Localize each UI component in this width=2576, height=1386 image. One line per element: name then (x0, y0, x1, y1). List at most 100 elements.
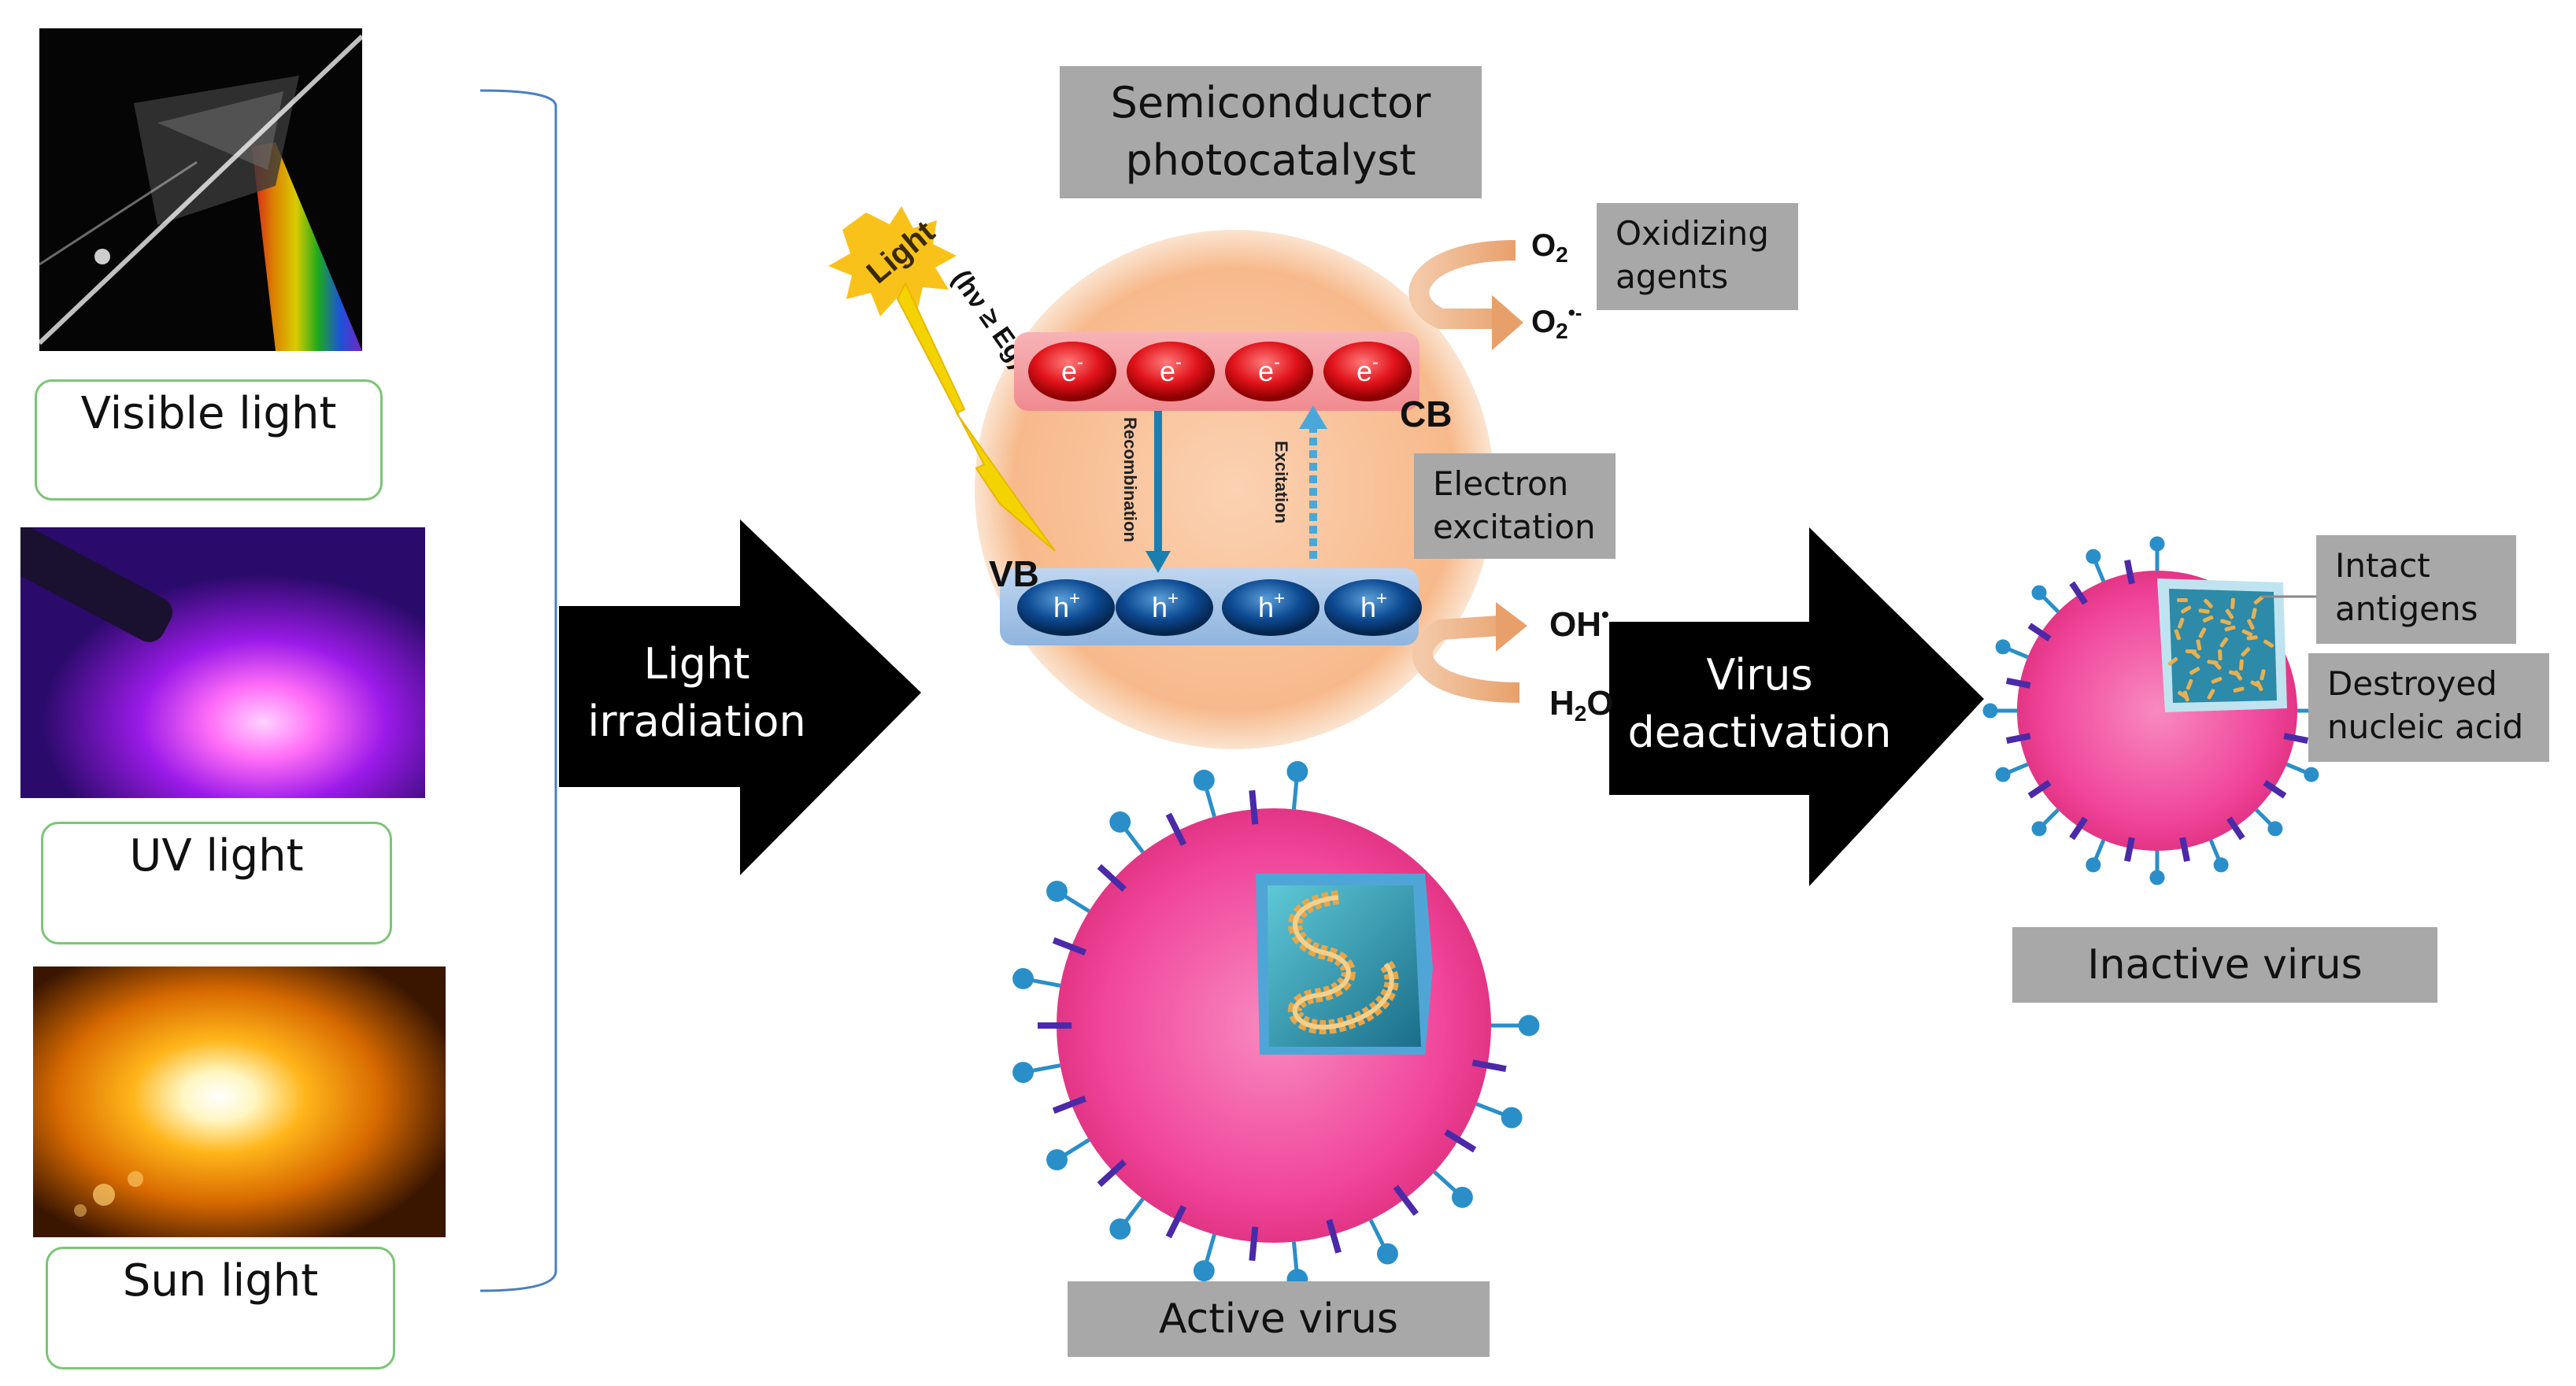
spike-head (1982, 703, 1998, 719)
spike-head (1995, 639, 2011, 655)
surface-protein (2263, 780, 2287, 799)
light-irradiation-arrow (559, 519, 921, 875)
svg-text:e-: e- (1356, 352, 1379, 387)
electron-2: e- (1127, 342, 1215, 401)
surface-protein (2069, 816, 2088, 841)
spike-head (1518, 1015, 1540, 1037)
surface-protein (1444, 1129, 1477, 1153)
oh-curved-arrow (1412, 615, 1520, 703)
sun-light-label: Sun light (46, 1247, 395, 1369)
recombination-label: Recombination (1120, 417, 1140, 542)
spike-head (1286, 760, 1308, 782)
surface-protein (2179, 837, 2190, 863)
conduction-band (1014, 332, 1419, 411)
title-line-1: Semiconductor (1110, 78, 1431, 128)
spike-head (2267, 821, 2283, 837)
hole-2: h+ (1116, 579, 1213, 636)
irradiation-line-1: Light (643, 639, 750, 689)
spike-head (1501, 1107, 1523, 1129)
visible-light-photo (39, 28, 362, 351)
visible-light-label: Visible light (35, 379, 383, 501)
oh-radical-label: OH• (1549, 602, 1609, 644)
uv-light-photo (20, 527, 425, 798)
excitation-line-1: Electron (1433, 464, 1569, 503)
surface-protein (1326, 1218, 1342, 1254)
svg-text:e-: e- (1160, 352, 1182, 387)
spike-head (1012, 968, 1034, 989)
surface-protein (2027, 623, 2052, 641)
surface-protein (1393, 1185, 1419, 1216)
surface-protein (1249, 1226, 1259, 1262)
spike-head (2086, 857, 2101, 873)
virus-deactivation-arrow (1609, 527, 1984, 886)
surface-protein (1249, 789, 1259, 825)
surface-protein (2124, 559, 2135, 585)
electron-1: e- (1028, 342, 1116, 401)
excitation-label: Excitation (1271, 441, 1291, 523)
spike-head (2304, 767, 2319, 782)
light-irradiation-label: Light irradiation (575, 636, 819, 751)
inactive-virus-caption: Inactive virus (2012, 927, 2437, 1003)
spike-head (2031, 585, 2047, 601)
svg-text:h+: h+ (1152, 588, 1179, 623)
intact-antigens-box: Intact antigens (2316, 535, 2516, 644)
svg-text:h+: h+ (1360, 588, 1387, 623)
cb-label: CB (1400, 394, 1452, 434)
electron-4: e- (1323, 342, 1412, 401)
svg-text:h+: h+ (1258, 588, 1285, 623)
spike-head (2149, 870, 2165, 885)
surface-protein (2005, 733, 2031, 744)
hole-4: h+ (1324, 579, 1422, 636)
hole-1: h+ (1017, 579, 1115, 636)
surface-protein (2124, 837, 2135, 863)
o2-curved-arrow (1408, 240, 1516, 329)
spike-head (1193, 769, 1215, 791)
svg-text:e-: e- (1061, 352, 1083, 387)
surface-protein (1471, 1059, 1507, 1073)
bracket-line (479, 89, 557, 1292)
inactive-virus-illustration (1982, 536, 2332, 885)
surface-protein (2283, 733, 2309, 744)
surface-protein (1165, 812, 1187, 846)
semiconductor-photocatalyst-title: Semiconductor photocatalyst (1060, 66, 1482, 198)
excitation-line-2: excitation (1433, 507, 1596, 546)
title-line-2: photocatalyst (1125, 135, 1416, 185)
sun-light-photo (33, 967, 446, 1237)
destroyed-nucleic-acid-fragments (2167, 595, 2274, 702)
surface-protein (2005, 678, 2031, 689)
spike-head (2086, 549, 2101, 564)
vb-label: VB (989, 553, 1039, 594)
electron-3: e- (1225, 342, 1313, 401)
hole-3: h+ (1222, 579, 1319, 636)
spike-head (1193, 1260, 1215, 1282)
deactivation-line-1: Virus (1706, 650, 1813, 700)
oxidizing-line-2: agents (1616, 257, 1729, 296)
virus-deactivation-label: Virus deactivation (1622, 647, 1897, 762)
nucleic-line-1: Destroyed (2327, 664, 2497, 703)
o2-label: O2 (1531, 228, 1568, 267)
surface-protein (1052, 937, 1086, 955)
spike-head (2213, 857, 2229, 873)
spike-head (1995, 767, 2011, 782)
spike-head (1046, 880, 1068, 902)
spike-head (1046, 1149, 1068, 1171)
surface-protein (2226, 816, 2245, 841)
electrons: e-e-e-e- (1028, 342, 1412, 401)
spike-head (1451, 1186, 1473, 1208)
destroyed-nucleic-acid-box: Destroyed nucleic acid (2308, 653, 2549, 762)
active-virus-caption: Active virus (1068, 1281, 1490, 1357)
antigens-line-2: antigens (2335, 589, 2478, 628)
nucleic-line-2: nucleic acid (2327, 707, 2524, 746)
surface-protein (1165, 1205, 1187, 1239)
active-virus-illustration (1012, 760, 1540, 1291)
spike-head (1376, 1243, 1398, 1265)
surface-protein (2069, 581, 2088, 605)
svg-text:e-: e- (1258, 352, 1280, 387)
oxidizing-line-1: Oxidizing (1616, 214, 1769, 253)
svg-text:h+: h+ (1053, 588, 1080, 623)
deactivation-line-2: deactivation (1627, 707, 1892, 757)
surface-protein (1052, 1096, 1086, 1114)
surface-protein (2027, 780, 2052, 799)
h2o-label: H2O (1549, 684, 1614, 726)
